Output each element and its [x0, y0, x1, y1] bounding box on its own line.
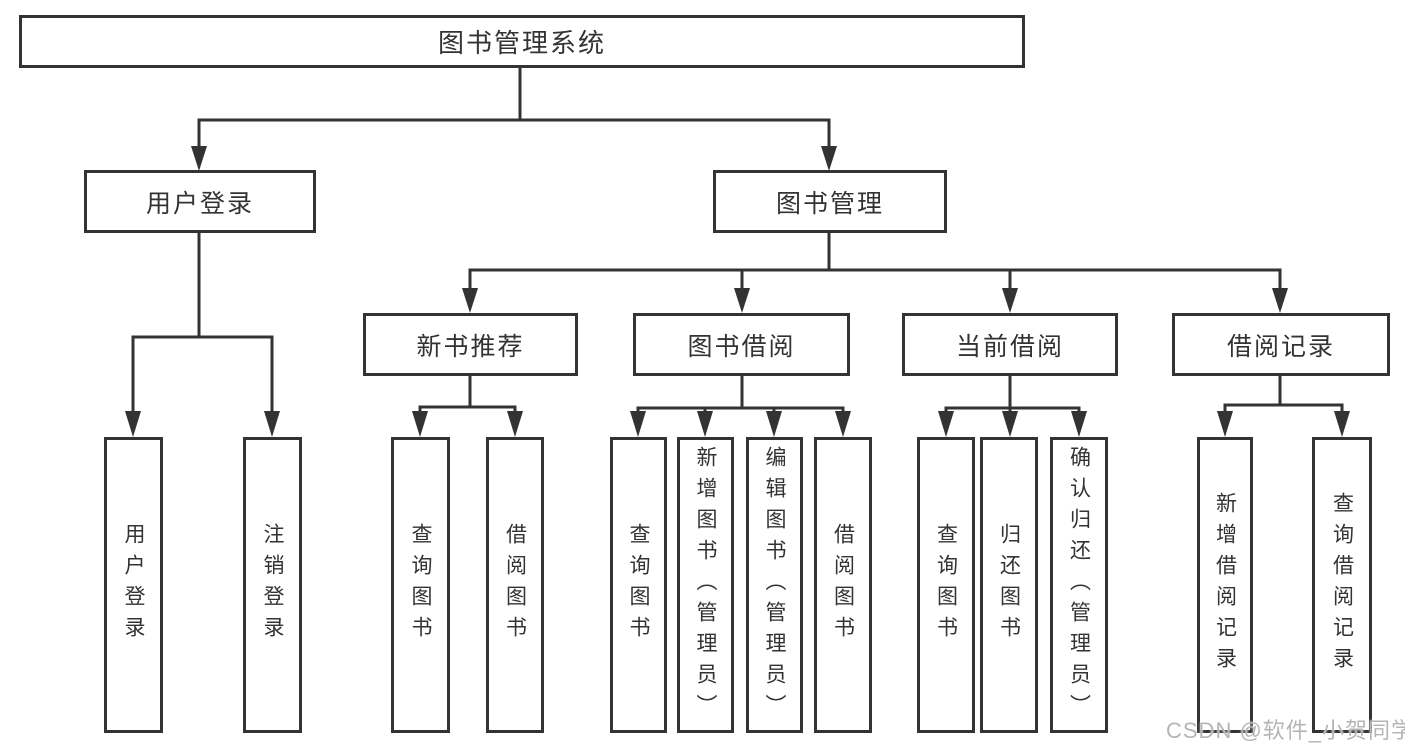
arrow-down-icon — [766, 411, 782, 437]
node-label: 图书管理系统 — [437, 28, 606, 58]
arrow-down-icon — [697, 411, 713, 437]
node-label: 确认归还（管理员） — [1067, 445, 1091, 725]
node-borrowing-records: 借阅记录 — [1172, 313, 1390, 376]
leaf-edit-books-admin: 编辑图书（管理员） — [746, 437, 803, 733]
connector-current-to-leaves — [938, 376, 1087, 437]
arrow-down-icon — [412, 411, 428, 437]
arrow-down-icon — [462, 288, 478, 313]
node-label: 新增图书（管理员） — [694, 445, 717, 725]
node-label: 借阅记录 — [1226, 332, 1335, 361]
arrow-down-icon — [835, 411, 851, 437]
leaf-borrow-books: 借阅图书 — [814, 437, 872, 733]
node-label: 查询图书 — [627, 523, 650, 647]
leaf-add-books-admin: 新增图书（管理员） — [677, 437, 734, 733]
leaf-query-books-borrowing: 查询图书 — [610, 437, 667, 733]
arrow-down-icon — [191, 146, 207, 171]
arrow-down-icon — [734, 288, 750, 313]
node-label: 编辑图书（管理员） — [763, 445, 786, 725]
node-library-system: 图书管理系统 — [19, 15, 1025, 68]
connector-userlogin-to-leaves — [125, 232, 280, 437]
node-label: 用户登录 — [122, 523, 145, 647]
leaf-query-borrow-record: 查询借阅记录 — [1312, 437, 1372, 733]
arrow-down-icon — [1071, 411, 1087, 437]
connector-bookmgmt-to-level3 — [462, 232, 1288, 313]
leaf-query-books-current: 查询图书 — [917, 437, 975, 733]
leaf-user-login: 用户登录 — [104, 437, 163, 733]
leaf-query-books-recommend: 查询图书 — [391, 437, 450, 733]
arrow-down-icon — [264, 411, 280, 437]
node-label: 查询图书 — [934, 523, 958, 647]
node-label: 借阅图书 — [503, 523, 527, 647]
node-label: 新书推荐 — [416, 332, 525, 361]
node-label: 图书借阅 — [687, 332, 796, 361]
csdn-watermark: CSDN @软件_小贺同学 — [1166, 718, 1405, 743]
connector-root-to-level2 — [191, 68, 837, 171]
node-label: 当前借阅 — [955, 332, 1064, 361]
arrow-down-icon — [507, 411, 523, 437]
node-current-borrowing: 当前借阅 — [902, 313, 1118, 376]
arrow-down-icon — [821, 146, 837, 171]
connector-newbooks-to-leaves — [412, 376, 523, 437]
node-new-book-recommend: 新书推荐 — [363, 313, 578, 376]
node-label: 图书管理 — [775, 189, 884, 218]
arrow-down-icon — [1002, 411, 1018, 437]
arrow-down-icon — [630, 411, 646, 437]
leaf-add-borrow-record: 新增借阅记录 — [1197, 437, 1253, 733]
node-book-management: 图书管理 — [713, 170, 947, 233]
connector-records-to-leaves — [1217, 376, 1350, 437]
node-label: 注销登录 — [261, 523, 284, 647]
node-label: 查询借阅记录 — [1330, 492, 1354, 678]
leaf-borrow-books-recommend: 借阅图书 — [486, 437, 544, 733]
node-label: 新增借阅记录 — [1213, 492, 1237, 678]
arrow-down-icon — [938, 411, 954, 437]
arrow-down-icon — [1217, 411, 1233, 437]
node-user-login: 用户登录 — [84, 170, 316, 233]
arrow-down-icon — [125, 411, 141, 437]
node-label: 归还图书 — [997, 523, 1021, 647]
leaf-return-books: 归还图书 — [980, 437, 1038, 733]
connector-borrowing-to-leaves — [630, 376, 851, 437]
node-label: 借阅图书 — [831, 523, 855, 647]
node-label: 用户登录 — [145, 189, 254, 218]
leaf-confirm-return-admin: 确认归还（管理员） — [1050, 437, 1108, 733]
node-book-borrowing: 图书借阅 — [633, 313, 850, 376]
node-label: 查询图书 — [409, 523, 432, 647]
arrow-down-icon — [1272, 288, 1288, 313]
arrow-down-icon — [1002, 288, 1018, 313]
arrow-down-icon — [1334, 411, 1350, 437]
leaf-logout: 注销登录 — [243, 437, 302, 733]
